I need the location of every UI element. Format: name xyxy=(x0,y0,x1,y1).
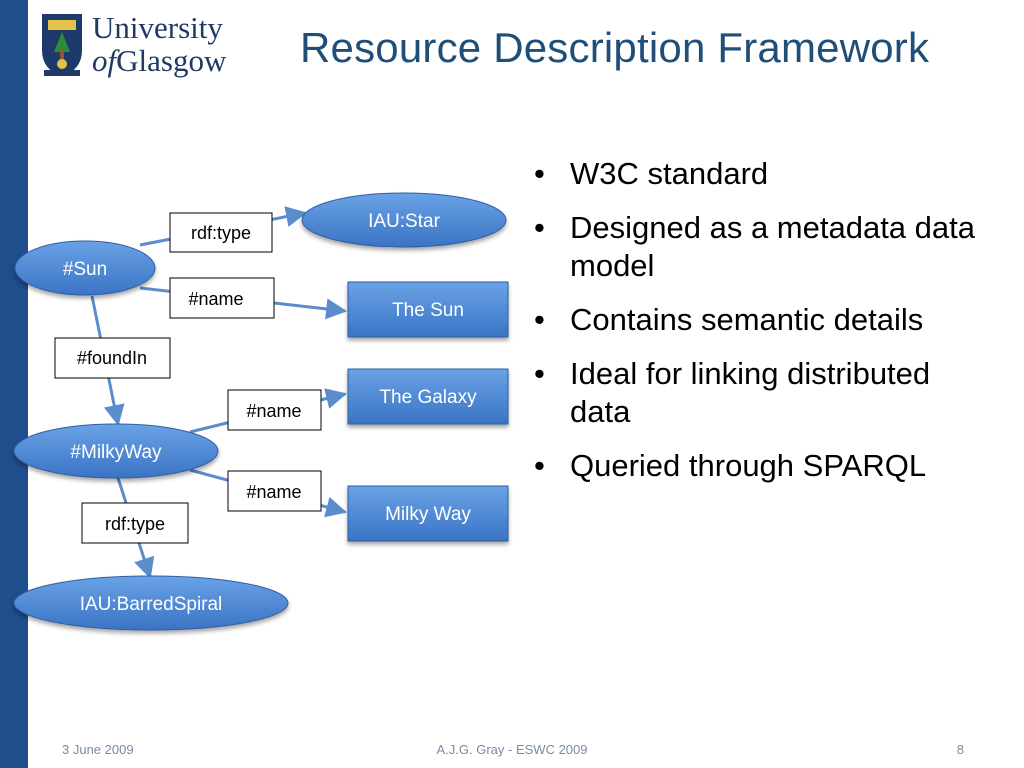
node-galaxy-label: The Galaxy xyxy=(379,387,477,408)
edge-label-sun-name: #name xyxy=(169,277,275,319)
university-logo: University ofGlasgow xyxy=(40,12,240,80)
edge-label-mw-type-text: rdf:type xyxy=(105,514,165,534)
node-star-label: IAU:Star xyxy=(368,211,440,232)
edge-label-mw-name2: #name xyxy=(227,470,322,512)
slide-title: Resource Description Framework xyxy=(300,24,930,71)
logo-line2: ofGlasgow xyxy=(92,44,226,78)
node-thesun-label: The Sun xyxy=(392,300,464,321)
university-crest-icon xyxy=(42,14,82,76)
bullet-item: W3C standard xyxy=(532,155,992,193)
node-milkyway: #MilkyWay xyxy=(13,423,219,479)
edge-label-sun-foundin-text: #foundIn xyxy=(77,348,147,368)
node-sun: #Sun xyxy=(14,240,156,296)
node-galaxy: The Galaxy xyxy=(347,368,509,425)
logo-line2-prefix: of xyxy=(92,43,117,78)
side-accent-bar xyxy=(0,0,28,768)
edge-label-sun-foundin: #foundIn xyxy=(54,337,171,379)
logo-wordmark: University ofGlasgow xyxy=(92,12,226,78)
bullet-item: Ideal for linking distributed data xyxy=(532,355,992,431)
node-thesun: The Sun xyxy=(347,281,509,338)
node-milkyway-label: #MilkyWay xyxy=(70,442,162,463)
logo-line1: University xyxy=(92,10,223,45)
logo-line2-main: Glasgow xyxy=(116,43,227,78)
bullet-list: W3C standard Designed as a metadata data… xyxy=(532,155,992,501)
edge-label-sun-type-text: rdf:type xyxy=(191,223,251,243)
node-sun-label: #Sun xyxy=(63,259,107,280)
bullet-item: Queried through SPARQL xyxy=(532,447,992,485)
node-barred-label: IAU:BarredSpiral xyxy=(80,594,223,615)
footer-date: 3 June 2009 xyxy=(62,742,134,757)
footer-page-number: 8 xyxy=(956,742,964,757)
bullet-item: Designed as a metadata data model xyxy=(532,209,992,285)
edge-label-mw-name1: #name xyxy=(227,389,322,431)
node-star: IAU:Star xyxy=(301,192,507,248)
node-milkywaylit: Milky Way xyxy=(347,485,509,542)
edge-label-sun-name-text: #name xyxy=(188,289,243,309)
edge-label-sun-type: rdf:type xyxy=(169,212,273,253)
node-milkywaylit-label: Milky Way xyxy=(385,504,471,525)
edge-label-mw-type: rdf:type xyxy=(81,502,189,544)
edge-label-mw-name1-text: #name xyxy=(246,401,301,421)
footer-author: A.J.G. Gray - ESWC 2009 xyxy=(436,742,588,757)
bullet-item: Contains semantic details xyxy=(532,301,992,339)
edge-label-mw-name2-text: #name xyxy=(246,482,301,502)
node-barred: IAU:BarredSpiral xyxy=(13,575,289,631)
